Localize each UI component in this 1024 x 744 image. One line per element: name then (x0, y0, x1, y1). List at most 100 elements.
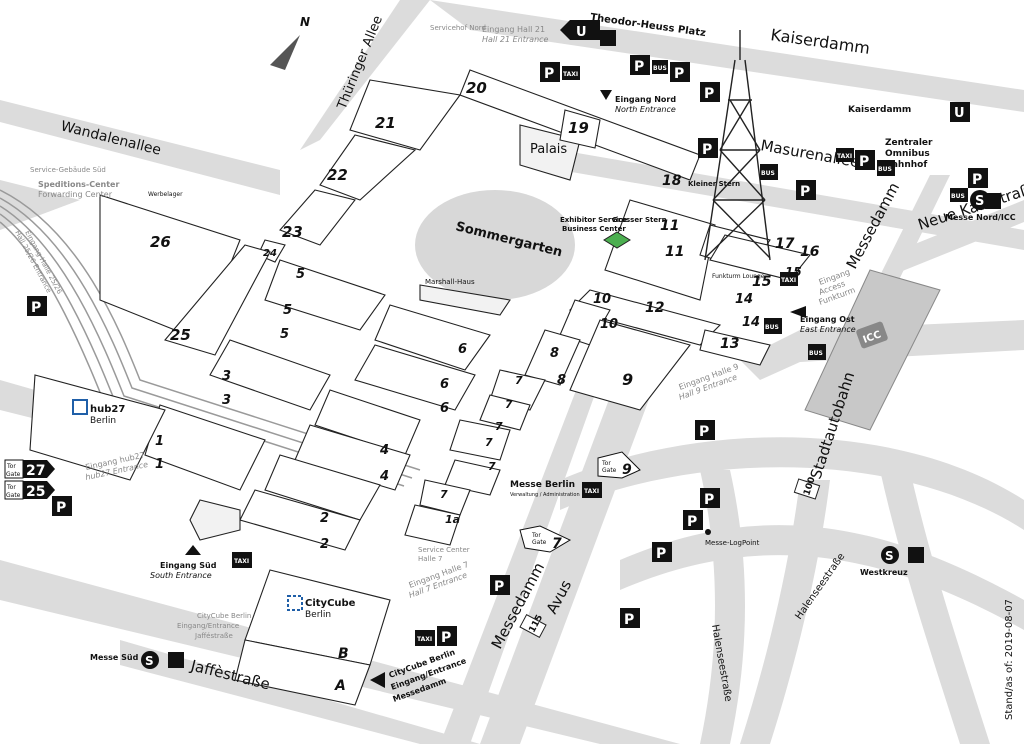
svg-text:P: P (624, 612, 634, 628)
hall-6-2: 6 (440, 377, 449, 392)
svg-text:U: U (576, 25, 587, 40)
bus-sign: BUS (764, 318, 782, 334)
taxi-sign: TAXI (836, 148, 854, 162)
hall-7-2b-c: 7 (505, 398, 513, 411)
hall-18: 18 (662, 173, 682, 189)
svg-text:Tor: Tor (6, 463, 16, 470)
hall-7-1c: 7 (495, 420, 503, 433)
grosser-stern-label: Grosser Stern (612, 216, 667, 224)
svg-text:P: P (704, 492, 714, 508)
svg-text:S: S (975, 194, 984, 209)
entrance-hall21-en: Hall 21 Entrance (482, 35, 549, 44)
hall-5-3: 5 (296, 267, 305, 282)
svg-text:BUS: BUS (951, 193, 965, 200)
hall-24: 24 (263, 248, 277, 259)
north-label: N (300, 15, 310, 29)
svg-text:P: P (704, 86, 714, 102)
hall-8-1: 8 (557, 373, 566, 388)
svg-text:Gate: Gate (532, 539, 547, 546)
service-center-label: Service Center (418, 546, 470, 554)
wheelchair-icon (168, 652, 184, 668)
hall-7-1a: 1a (445, 513, 460, 526)
svg-text:P: P (494, 579, 504, 595)
svg-text:TAXI: TAXI (234, 558, 249, 565)
entrance-nord-en: North Entrance (615, 105, 676, 114)
rail-tracks (0, 189, 421, 487)
svg-text:Gate: Gate (6, 471, 21, 478)
svg-text:P: P (702, 142, 712, 158)
svg-text:P: P (544, 66, 554, 82)
zob-b-label: Bahnhof (885, 160, 927, 170)
service-gebaeude-sued-label: Service-Gebäude Süd (30, 166, 106, 174)
svg-text:TAXI: TAXI (781, 277, 796, 284)
svg-text:BUS: BUS (878, 166, 892, 173)
messe-logpoint-label: Messe-LogPoint (705, 539, 760, 547)
gate-9: Tor Gate 9 (597, 451, 641, 479)
westkreuz-label: Westkreuz (860, 568, 908, 577)
business-center-label: Business Center (562, 225, 626, 233)
wheelchair-icon (908, 547, 924, 563)
hall-4-1: 4 (379, 469, 389, 484)
hall-20: 20 (466, 79, 487, 97)
entrance-sued-de: Eingang Süd (160, 561, 217, 570)
hall-1-2: 1 (155, 434, 164, 449)
hub27-city-label: Berlin (90, 416, 116, 426)
hall-6-1: 6 (440, 401, 449, 416)
hall-8-2: 8 (550, 346, 559, 361)
forwarding-center-label: Forwarding Center (38, 190, 113, 199)
funkturm (704, 30, 771, 261)
taxi-sign: TAXI (582, 482, 602, 498)
arrow-left-icon (790, 306, 806, 318)
svg-text:7: 7 (552, 536, 562, 552)
marshall-haus-label: Marshall-Haus (425, 278, 475, 286)
svg-text:BUS: BUS (809, 350, 823, 357)
bus-sign: BUS (760, 164, 778, 180)
p-sign: P (796, 180, 816, 200)
svg-text:P: P (56, 500, 66, 516)
hall-7-2b: 7 (485, 436, 493, 449)
entrance-cc-jaffe-3: Jafféstraße (194, 632, 233, 640)
logpoint-dot-icon (705, 529, 711, 535)
hall-17: 17 (775, 236, 795, 252)
service-center-hall-label: Halle 7 (418, 555, 442, 563)
verwaltung-label: Verwaltung / Administration (510, 492, 580, 498)
p-sign: P (855, 150, 875, 170)
citycube-city-label: Berlin (305, 610, 331, 620)
citycube-label: CityCube (305, 598, 356, 609)
arrow-down-icon (600, 90, 612, 100)
svg-text:25: 25 (26, 484, 45, 500)
servicehof-nord-label: Servicehof Nord (430, 24, 486, 32)
zob-z-label: Zentraler (885, 138, 933, 148)
svg-text:BUS: BUS (765, 324, 779, 331)
hall-2-2: 2 (320, 511, 329, 526)
svg-text:P: P (972, 172, 982, 188)
svg-text:S: S (885, 549, 894, 563)
hall-14-1: 14 (742, 315, 760, 330)
svg-text:Tor: Tor (531, 532, 541, 539)
hall-16: 16 (800, 244, 820, 260)
hall-10-2: 10 (593, 292, 611, 307)
messe-nord-label: Messe Nord/ICC (945, 213, 1016, 222)
hall-22: 22 (327, 166, 348, 184)
messe-berlin-label: Messe Berlin (510, 480, 575, 490)
p-sign: P (620, 608, 640, 628)
bus-sign: BUS (950, 188, 968, 202)
hall-26: 26 (150, 233, 171, 251)
hall-11-1: 11 (665, 244, 684, 260)
svg-text:Gate: Gate (6, 492, 21, 499)
hall-b: B (338, 646, 349, 662)
citycube-logo-icon (287, 595, 303, 611)
p-sign: P (683, 510, 703, 530)
hall-3-1: 3 (222, 393, 231, 408)
svg-text:27: 27 (26, 463, 45, 479)
p-sign: P (700, 82, 720, 102)
hall-3-2: 3 (222, 369, 231, 384)
gate-27: Tor Gate 27 (4, 459, 55, 479)
hall-11-2: 11 (660, 218, 679, 234)
svg-text:Gate: Gate (602, 467, 617, 474)
p-sign: P (630, 55, 650, 75)
svg-text:BUS: BUS (653, 65, 667, 72)
hall-13: 13 (720, 336, 739, 352)
svg-text:Tor: Tor (601, 460, 611, 467)
u-bahn-sign: U (560, 20, 600, 40)
